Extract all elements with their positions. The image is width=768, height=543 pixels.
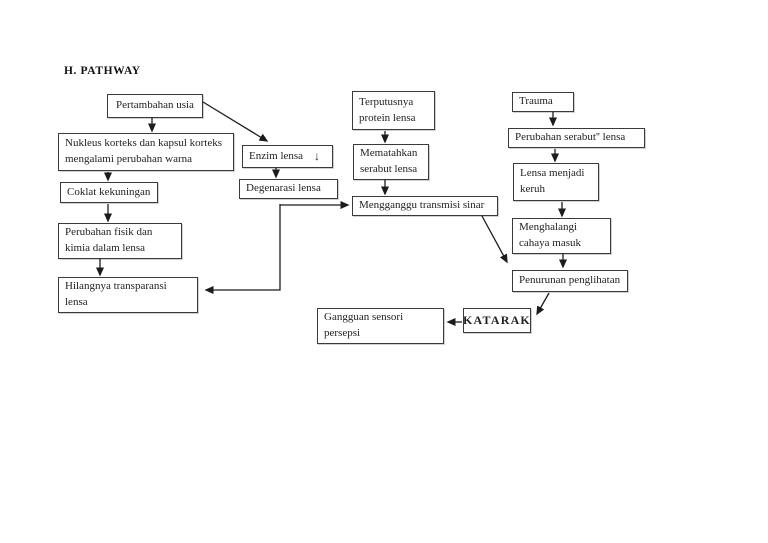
node-menghalangi-cahaya: Menghalangi cahaya masuk <box>512 218 611 254</box>
node-enzim-lensa: Enzim lensa ↓ <box>242 145 333 168</box>
arrow-degenarasi-to-hilang <box>204 204 281 294</box>
node-perubahan-serabut: Perubahan serabut'' lensa <box>508 128 645 148</box>
node-pertambahan-usia: Pertambahan usia <box>107 94 203 118</box>
page-title: H. PATHWAY <box>64 65 141 77</box>
node-terputusnya-protein: Terputusnya protein lensa <box>352 91 435 130</box>
node-lensa-keruh: Lensa menjadi keruh <box>513 163 599 201</box>
arrow-mengganggu-to-penurunan <box>481 215 508 264</box>
node-degenarasi-lensa: Degenarasi lensa <box>239 179 338 199</box>
decrease-arrow-icon: ↓ <box>314 148 320 163</box>
node-hilangnya-transparansi: Hilangnya transparansi lensa <box>58 277 198 313</box>
node-coklat-kekuningan: Coklat kekuningan <box>60 182 158 203</box>
node-katarak: KATARAK <box>463 308 531 333</box>
node-gangguan-sensori: Gangguan sensori persepsi <box>317 308 444 344</box>
node-mengganggu-transmisi: Mengganggu transmisi sinar <box>352 196 498 216</box>
enzim-lensa-label: Enzim lensa <box>249 149 304 162</box>
node-trauma: Trauma <box>512 92 574 112</box>
node-penurunan-penglihatan: Penurunan penglihatan <box>512 270 628 292</box>
node-nukleus-korteks: Nukleus korteks dan kapsul korteks menga… <box>58 133 234 171</box>
node-mematahkan-serabut: Mematahkan serabut lensa <box>353 144 429 180</box>
node-perubahan-fisik-kimia: Perubahan fisik dan kimia dalam lensa <box>58 223 182 259</box>
arrow-penurunan-to-katarak <box>536 292 550 316</box>
